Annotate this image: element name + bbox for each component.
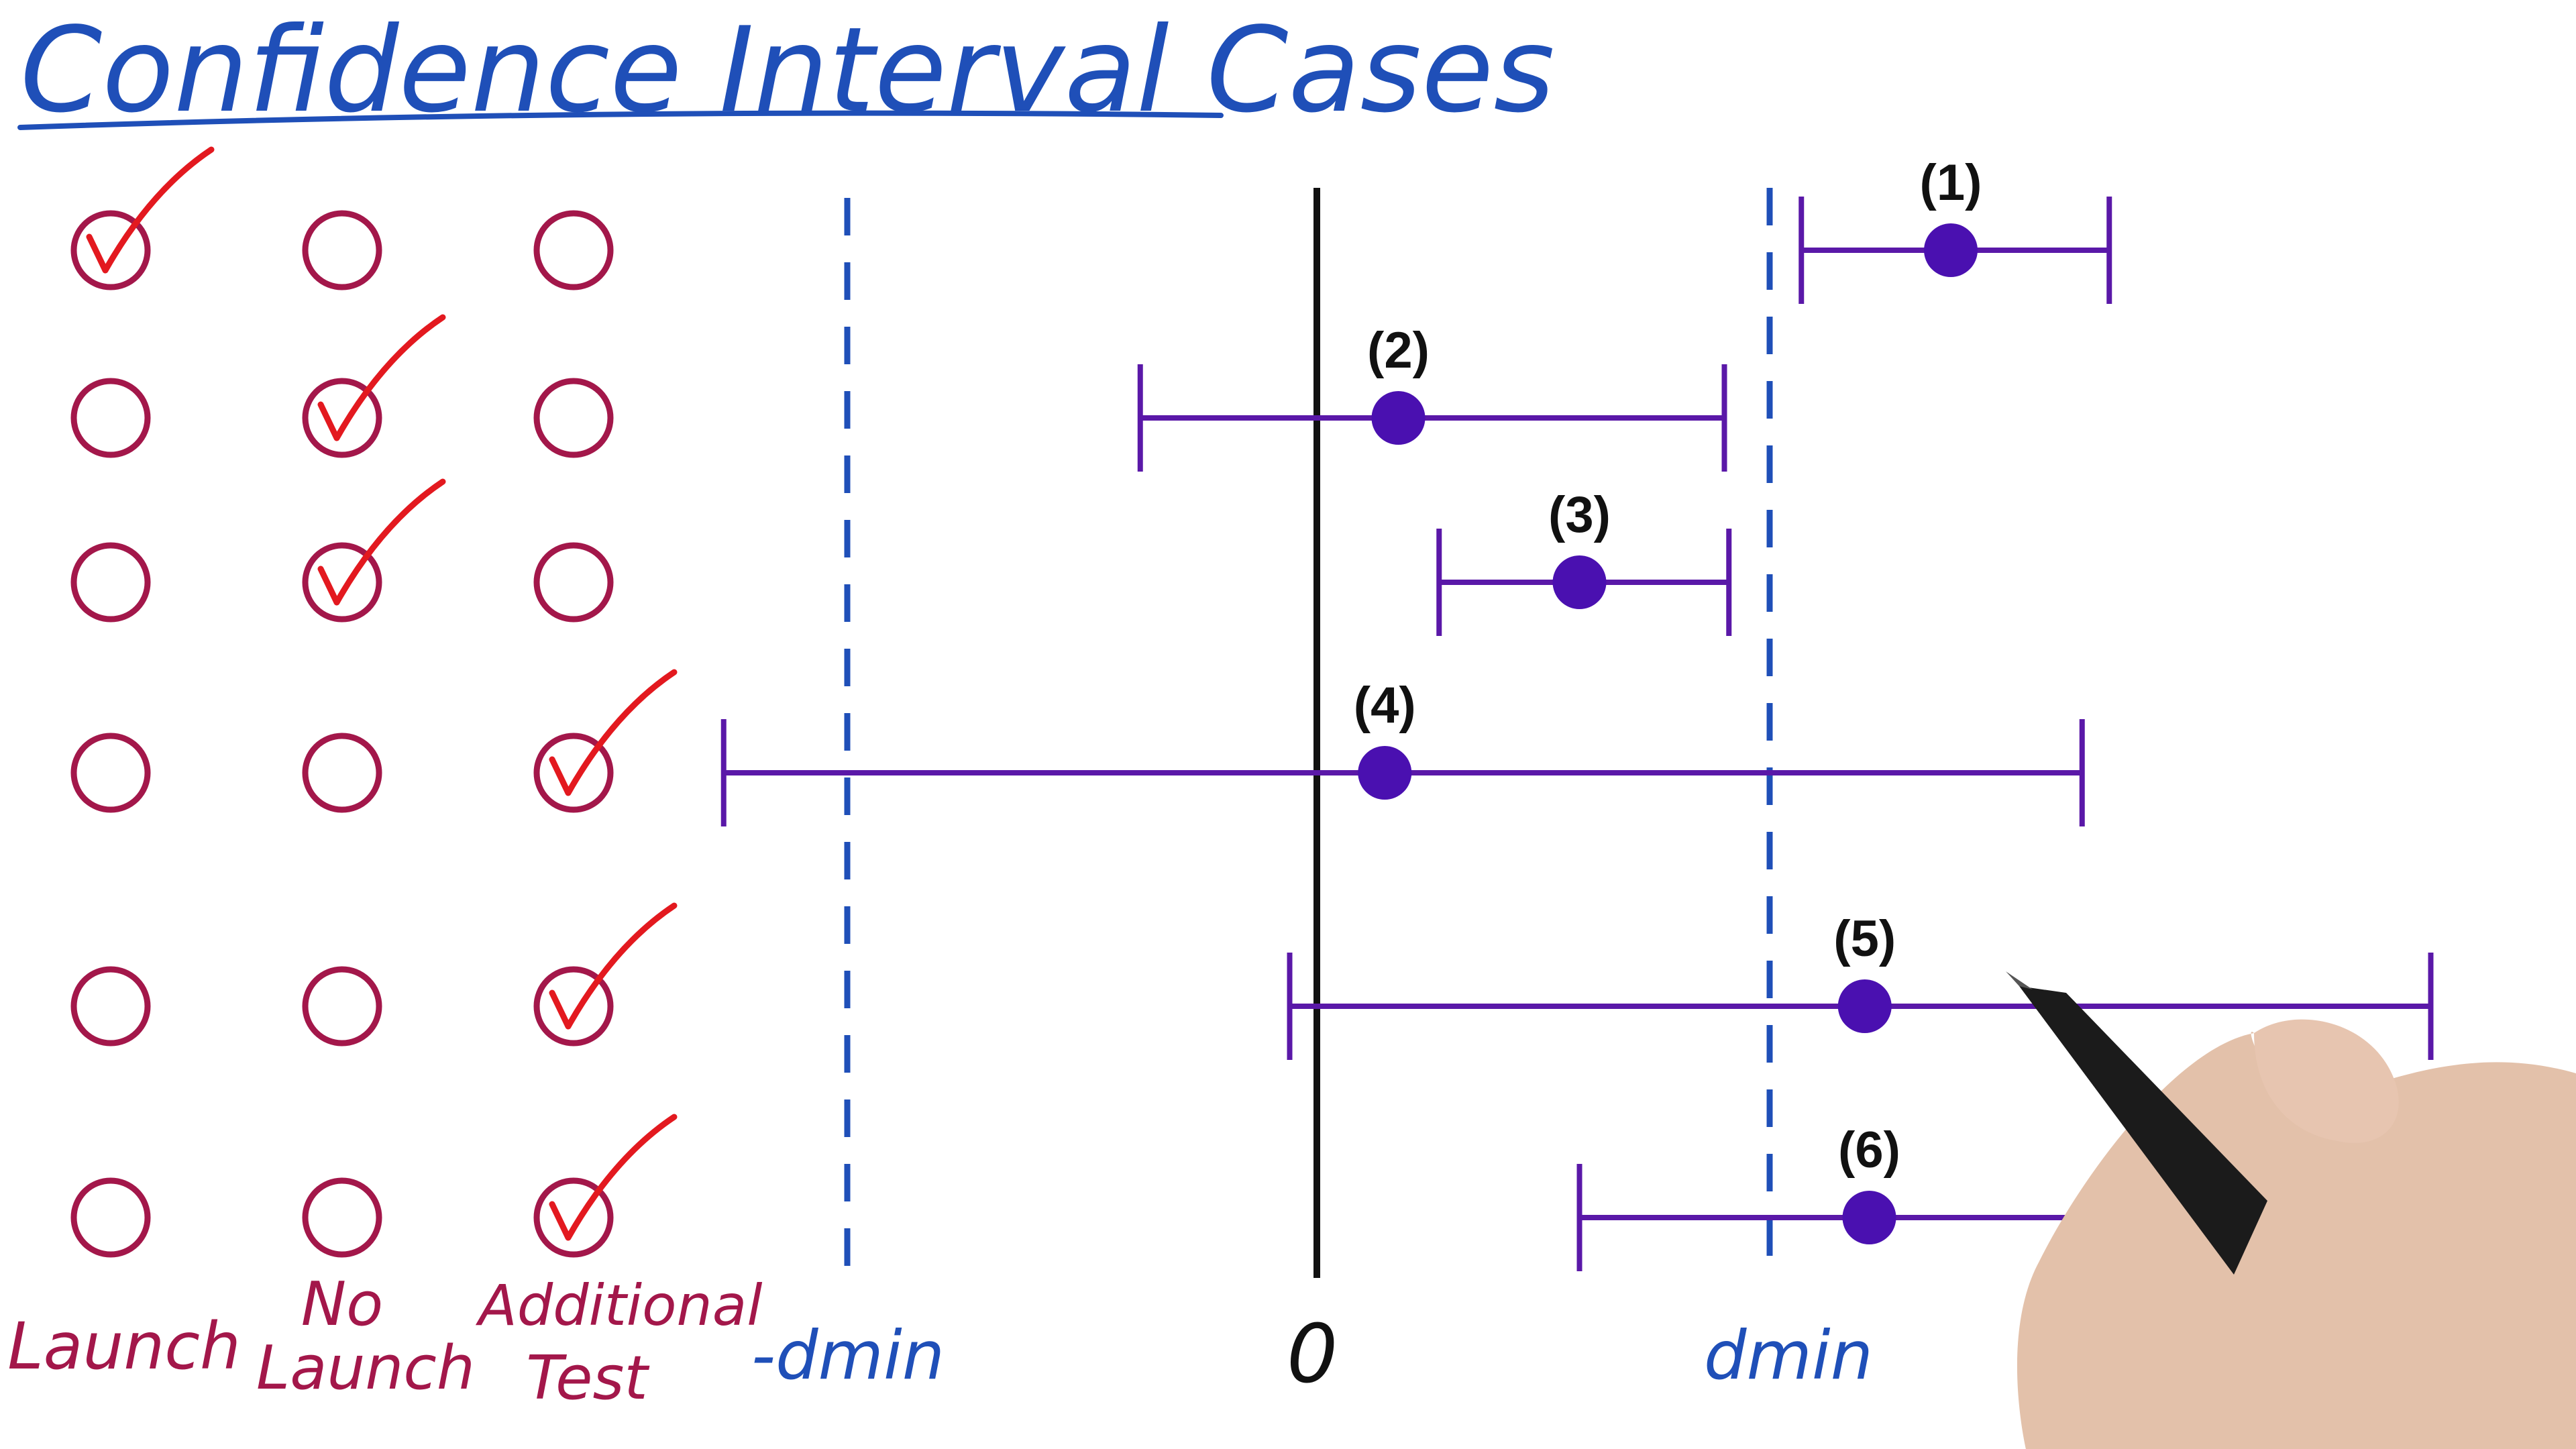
option-circle-additional-test xyxy=(533,1177,614,1258)
hand-with-pen-illustration xyxy=(2006,971,2576,1449)
option-circle-no-launch xyxy=(302,966,382,1046)
option-circle-launch xyxy=(70,542,151,623)
option-circle-no-launch xyxy=(302,542,382,623)
estimate-dot xyxy=(1842,1191,1896,1244)
case-row-4: (4) xyxy=(70,669,2085,826)
option-circle-additional-test xyxy=(533,733,614,813)
check-icon xyxy=(549,669,678,796)
case-label: (2) xyxy=(1367,322,1430,379)
option-circle-additional-test xyxy=(533,966,614,1046)
option-circle-launch xyxy=(70,378,151,458)
estimate-dot xyxy=(1837,979,1892,1033)
case-row-3: (3) xyxy=(70,478,1732,636)
option-circle-no-launch xyxy=(302,378,382,458)
check-icon xyxy=(549,1114,678,1241)
estimate-dot xyxy=(1924,223,1978,277)
case-label: (5) xyxy=(1833,910,1896,967)
option-circle-launch xyxy=(70,733,151,813)
option-circle-launch xyxy=(70,966,151,1046)
option-circle-additional-test xyxy=(533,542,614,623)
column-label-launch-line-0: Launch xyxy=(7,1309,241,1384)
case-label: (3) xyxy=(1548,486,1611,543)
case-rows: (1) (2) (3) (4) (5) (6) xyxy=(70,146,2434,1271)
check-icon xyxy=(317,478,446,606)
option-circle-launch xyxy=(70,1177,151,1258)
page-title: Confidence Interval Cases xyxy=(20,3,1555,139)
option-circle-additional-test xyxy=(533,378,614,458)
case-row-5: (5) xyxy=(70,902,2434,1060)
case-label: (4) xyxy=(1354,677,1416,734)
estimate-dot xyxy=(1358,746,1412,800)
column-label-no-launch-line-1: Launch xyxy=(256,1333,475,1403)
check-icon xyxy=(86,146,215,274)
option-circle-launch xyxy=(70,210,151,290)
option-circle-no-launch xyxy=(302,733,382,813)
zero-label: 0 xyxy=(1287,1308,1338,1401)
case-label: (6) xyxy=(1838,1122,1900,1179)
check-icon xyxy=(549,902,678,1030)
estimate-dot xyxy=(1552,555,1607,609)
title-underline xyxy=(17,110,1224,130)
neg-dmin-label: -dmin xyxy=(751,1316,945,1395)
case-row-1: (1) xyxy=(70,146,2112,304)
check-icon xyxy=(317,314,446,441)
case-row-2: (2) xyxy=(70,314,1727,472)
case-row-6: (6) xyxy=(70,1114,2157,1271)
option-circle-no-launch xyxy=(302,1177,382,1258)
column-label-no-launch: No Launch xyxy=(256,1269,475,1403)
option-circle-additional-test xyxy=(533,210,614,290)
column-label-no-launch-line-0: No xyxy=(301,1269,383,1340)
column-label-additional-test: Additional Test xyxy=(475,1273,762,1413)
column-label-additional-test-line-0: Additional xyxy=(475,1273,762,1338)
case-label: (1) xyxy=(1920,154,1982,211)
column-label-launch: Launch xyxy=(7,1309,241,1384)
dmin-label: dmin xyxy=(1704,1316,1873,1395)
option-circle-no-launch xyxy=(302,210,382,290)
pen-tip xyxy=(2006,971,2033,989)
hand-fingertip xyxy=(2254,1019,2399,1143)
estimate-dot xyxy=(1371,391,1426,445)
column-label-additional-test-line-1: Test xyxy=(526,1343,650,1413)
pen-body xyxy=(2019,986,2267,1275)
